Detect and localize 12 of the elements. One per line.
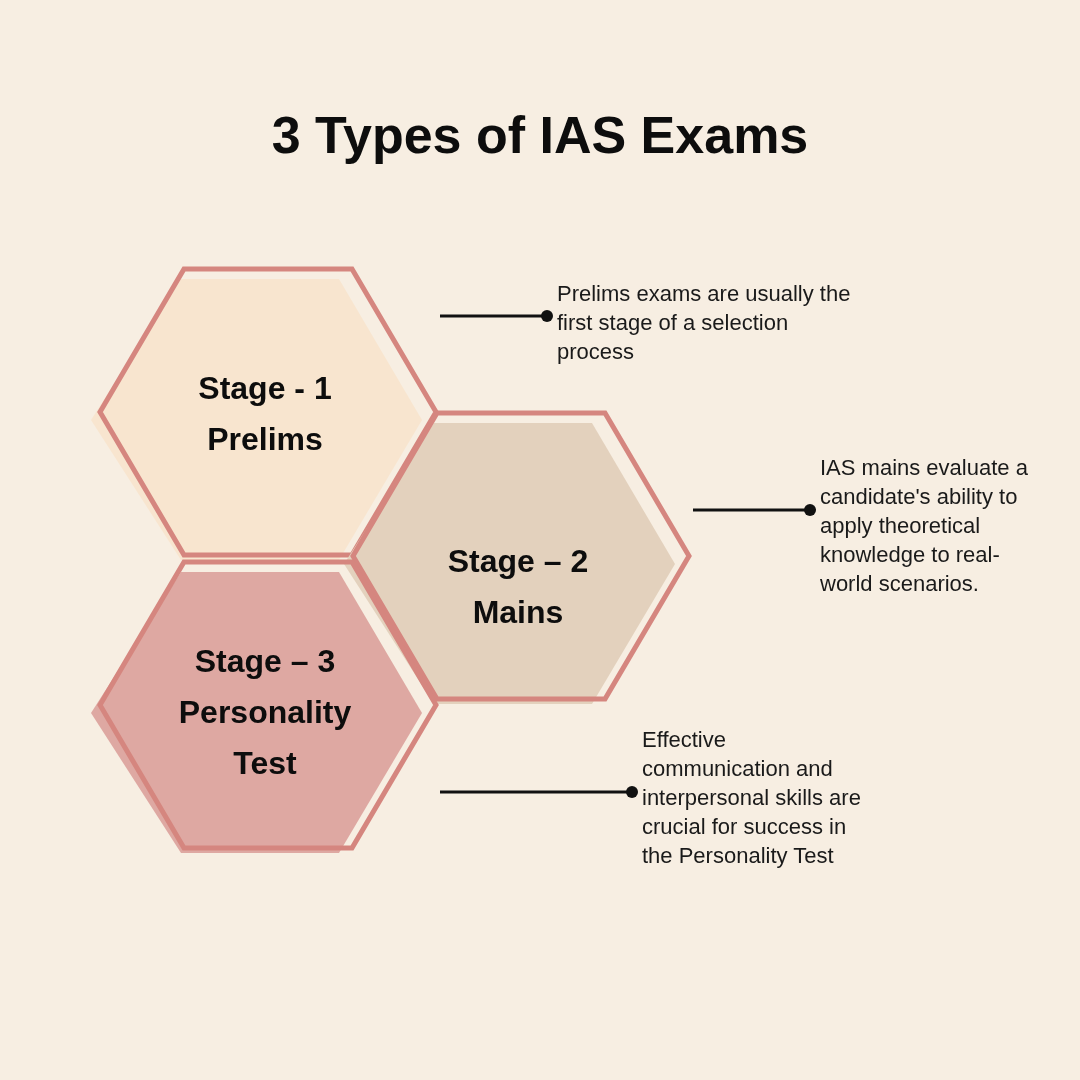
description-text: Prelims exams are usually the first stage of a selection process <box>557 279 859 366</box>
description-text: IAS mains evaluate a candidate's ability to apply theoretical knowledge to real-world scenarios. <box>820 453 1040 598</box>
connector-line <box>440 310 553 322</box>
hexagon <box>90 266 440 561</box>
connector-line <box>440 786 638 798</box>
stage-label: Stage – 3 Personality Test <box>177 642 353 783</box>
description-text: Effective communication and interpersonal skills are crucial for success in the Personality Test <box>642 725 869 870</box>
hexagon <box>90 559 440 854</box>
connector-line <box>693 504 816 516</box>
title: 3 Types of IAS Exams <box>271 105 809 166</box>
stage-label: Stage - 1 Prelims <box>197 368 333 459</box>
stage-label: Stage – 2 Mains <box>446 541 590 632</box>
